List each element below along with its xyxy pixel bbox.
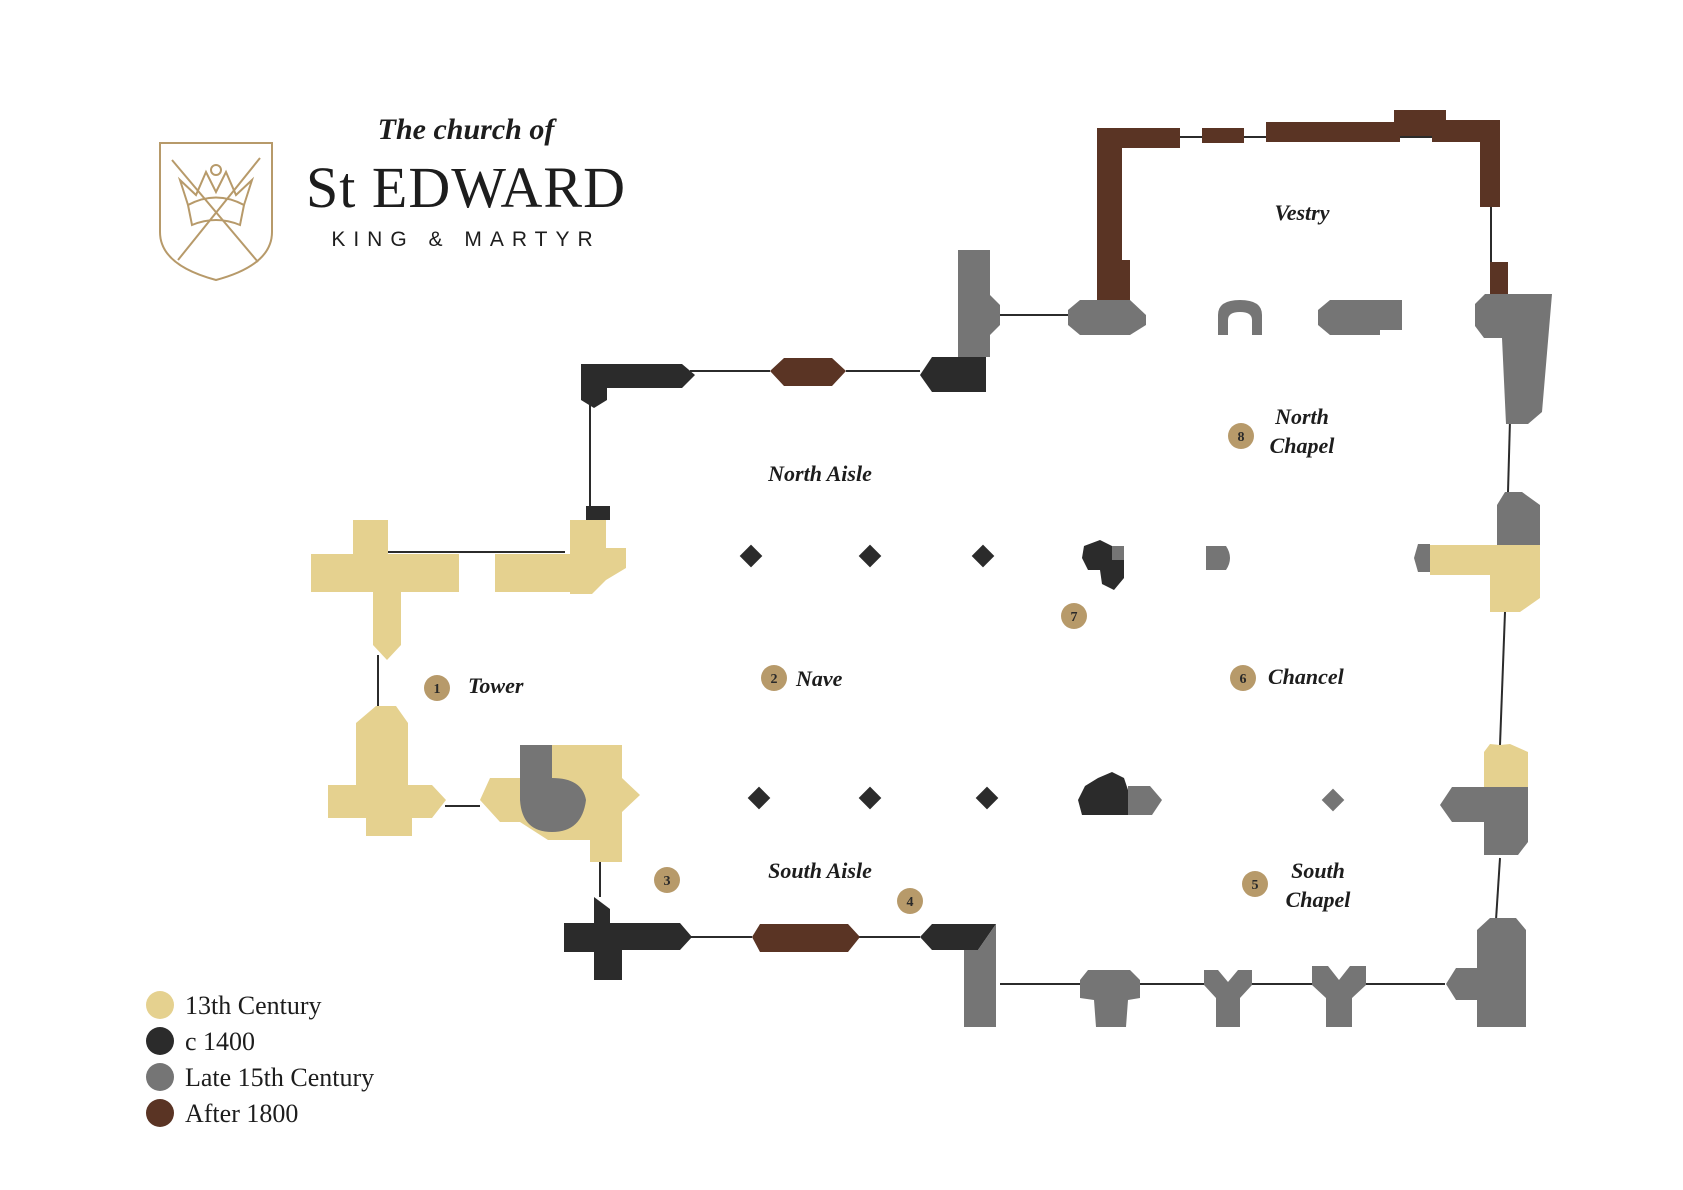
svg-text:6: 6	[1240, 672, 1247, 687]
svg-text:3: 3	[664, 874, 671, 889]
chancel-south-jamb	[1484, 744, 1528, 787]
svg-text:7: 7	[1071, 610, 1078, 625]
label-north-chapel-line1: North	[1274, 404, 1329, 429]
north-aisle-west-corner	[581, 364, 695, 408]
legend-item-after-1800: After 1800	[146, 1099, 298, 1128]
nave-pillar-n1	[739, 544, 763, 568]
walls-after-1800	[752, 110, 1508, 952]
marker-7[interactable]: 7	[1061, 603, 1087, 629]
vestry-wall-segment-1	[1202, 128, 1244, 143]
header-line2: St EDWARD	[306, 155, 626, 220]
chancel-north-pier-grey	[1206, 546, 1230, 570]
label-chancel: Chancel	[1268, 664, 1345, 689]
tower-se-stair	[520, 745, 586, 832]
header-line3: KING & MARTYR	[331, 228, 600, 251]
vestry-west-block	[1068, 300, 1146, 335]
wall-lines	[377, 136, 1511, 985]
vestry-wall	[1097, 128, 1180, 300]
crest	[159, 142, 273, 282]
marker-5[interactable]: 5	[1242, 871, 1268, 897]
nave-pillar-n2	[858, 544, 882, 568]
chancel-north-jamb	[1430, 545, 1540, 612]
chancel-north-buttress	[1497, 492, 1540, 545]
room-labels: Vestry North Chapel North Aisle Tower Na…	[468, 200, 1351, 912]
label-north-chapel-line2: Chapel	[1270, 433, 1336, 458]
svg-text:After 1800: After 1800	[185, 1099, 298, 1128]
svg-text:1: 1	[434, 682, 441, 697]
vestry-wall-segment-2	[1266, 110, 1500, 207]
tower-ne-buttress	[495, 520, 626, 594]
label-tower: Tower	[468, 673, 524, 698]
legend-item-13th-century: 13th Century	[146, 991, 322, 1020]
marker-6[interactable]: 6	[1230, 665, 1256, 691]
marker-8[interactable]: 8	[1228, 423, 1254, 449]
chancel-pillar	[1321, 788, 1345, 812]
label-north-aisle: North Aisle	[767, 461, 872, 486]
south-wall-buttress-2	[1204, 970, 1252, 1027]
marker-1[interactable]: 1	[424, 675, 450, 701]
legend: 13th Century c 1400 Late 15th Century Af…	[146, 991, 374, 1128]
svg-text:5: 5	[1252, 878, 1259, 893]
nave-pillar-n3	[971, 544, 995, 568]
svg-text:4: 4	[907, 895, 914, 910]
svg-text:c 1400: c 1400	[185, 1027, 255, 1056]
chancel-south-pier-grey	[1128, 786, 1162, 815]
north-aisle-east-pier	[958, 250, 1000, 357]
label-vestry: Vestry	[1275, 200, 1330, 225]
south-aisle-window	[752, 924, 860, 952]
marker-3[interactable]: 3	[654, 867, 680, 893]
south-wall-buttress-1	[1080, 970, 1140, 1027]
vestry-wall-segment-3	[1490, 262, 1508, 294]
south-chapel-se-buttress	[1446, 918, 1526, 1027]
chancel-north-pier-cap	[1112, 546, 1124, 560]
label-nave: Nave	[795, 666, 843, 691]
north-aisle-east-buttress	[920, 357, 986, 392]
legend-item-c1400: c 1400	[146, 1027, 255, 1056]
vestry-east-block	[1318, 300, 1402, 335]
south-aisle-east-corner	[920, 924, 996, 950]
svg-text:8: 8	[1238, 430, 1245, 445]
north-chapel-ne-buttress	[1475, 294, 1552, 424]
coat-of-arms-icon	[159, 142, 273, 282]
nave-pillar-s3	[975, 786, 999, 810]
nave-pillar-s1	[747, 786, 771, 810]
south-chapel-east-buttress	[1440, 787, 1528, 855]
svg-text:2: 2	[771, 672, 778, 687]
walls-late-15th-century	[520, 250, 1552, 1027]
south-aisle-west-buttress	[564, 897, 692, 980]
tower-nw-buttress	[311, 520, 459, 660]
svg-text:Late 15th Century: Late 15th Century	[185, 1063, 374, 1092]
vestry-door-arch	[1218, 300, 1262, 335]
nave-pillar-s2	[858, 786, 882, 810]
header-line1: The church of	[378, 113, 558, 146]
label-south-chapel-line2: Chapel	[1286, 887, 1352, 912]
svg-text:13th Century: 13th Century	[185, 991, 322, 1020]
north-aisle-window	[770, 358, 846, 386]
chancel-arch-south-pier	[1078, 772, 1128, 815]
walls-c1400	[564, 357, 1128, 980]
label-south-chapel-line1: South	[1291, 858, 1345, 883]
north-aisle-west-stub	[586, 506, 610, 520]
legend-item-late-15th-century: Late 15th Century	[146, 1063, 374, 1092]
chancel-north-window-jamb	[1414, 544, 1430, 572]
markers: 1 2 3 4 5 6 7 8	[424, 423, 1268, 914]
label-south-aisle: South Aisle	[768, 858, 872, 883]
south-wall-buttress-3	[1312, 966, 1366, 1027]
south-aisle-east-buttress	[964, 924, 996, 1027]
marker-4[interactable]: 4	[897, 888, 923, 914]
tower-sw-buttress	[328, 706, 446, 836]
marker-2[interactable]: 2	[761, 665, 787, 691]
